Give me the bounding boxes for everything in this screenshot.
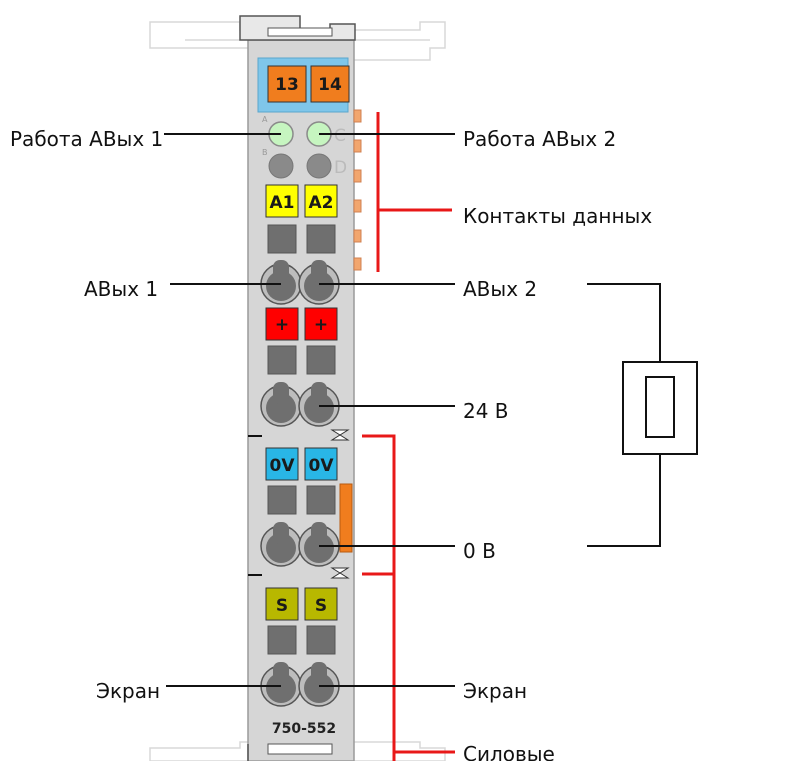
terminal-13-tag: [267, 65, 307, 103]
label-out2: АВых 2: [463, 277, 537, 301]
led-letter-b: B: [262, 148, 268, 157]
shield-tag-1-text: S: [276, 596, 288, 616]
a1-tag-text: A1: [270, 193, 295, 213]
inactive-led-1: [268, 153, 294, 179]
shield-tag-1: [265, 587, 299, 621]
release-button-shield-1: [267, 625, 297, 655]
a1-tag: [265, 184, 299, 218]
clamp-shield-2: [298, 662, 340, 707]
release-button-plus-1: [267, 345, 297, 375]
release-button-shield-2: [306, 625, 336, 655]
terminal-14-tag: [310, 65, 350, 103]
clamp-plus-1: [260, 382, 302, 427]
plus-tag-1-text: +: [275, 315, 289, 335]
terminal-14-text: 14: [318, 75, 342, 95]
terminal-13-text: 13: [275, 75, 299, 95]
zero-v-tag-1: [265, 447, 299, 481]
zero-v-tag-2-text: 0V: [309, 456, 335, 476]
plus-tag-2: [304, 307, 338, 341]
terminal-module: 13 14 A C B D A1 A2 + +: [239, 15, 356, 761]
callout-lines: [164, 133, 455, 687]
plus-tag-2-text: +: [314, 315, 328, 335]
power-contacts-bracket: [362, 434, 455, 761]
top-clip-slot: [267, 27, 333, 37]
power-contact-top: [330, 429, 350, 441]
zero-v-tag-2: [304, 447, 338, 481]
shield-tag-2: [304, 587, 338, 621]
a2-tag: [304, 184, 338, 218]
release-button-a2: [306, 224, 336, 254]
label-status-out2: Работа АВых 2: [463, 127, 616, 151]
release-button-plus-2: [306, 345, 336, 375]
inactive-led-2: [306, 153, 332, 179]
led-letter-d: D: [334, 158, 347, 178]
led-letter-a: A: [262, 115, 268, 124]
bottom-clip-slot: [267, 743, 333, 755]
data-contacts-bracket: [376, 112, 452, 272]
label-screen-right: Экран: [463, 679, 527, 703]
release-button-a1: [267, 224, 297, 254]
orange-jumper: [339, 483, 353, 553]
shield-tag-2-text: S: [315, 596, 327, 616]
clamp-zero-1: [260, 522, 302, 567]
led-letter-c: C: [334, 126, 346, 146]
label-0v: 0 В: [463, 539, 496, 563]
module-model-number: 750-552: [272, 721, 336, 737]
plus-tag-1: [265, 307, 299, 341]
label-power-contacts: Силовые: [463, 742, 555, 761]
power-contact-bottom: [330, 567, 350, 579]
release-button-zero-2: [306, 485, 336, 515]
label-out1: АВых 1: [84, 277, 158, 301]
load-resistor-symbol: [587, 283, 698, 547]
a2-tag-text: A2: [309, 193, 334, 213]
label-24v: 24 В: [463, 399, 509, 423]
label-screen-left: Экран: [96, 679, 160, 703]
label-status-out1: Работа АВых 1: [10, 127, 163, 151]
label-data-contacts: Контакты данных: [463, 204, 652, 228]
data-contacts: [353, 109, 362, 271]
zero-v-tag-1-text: 0V: [270, 456, 296, 476]
release-button-zero-1: [267, 485, 297, 515]
